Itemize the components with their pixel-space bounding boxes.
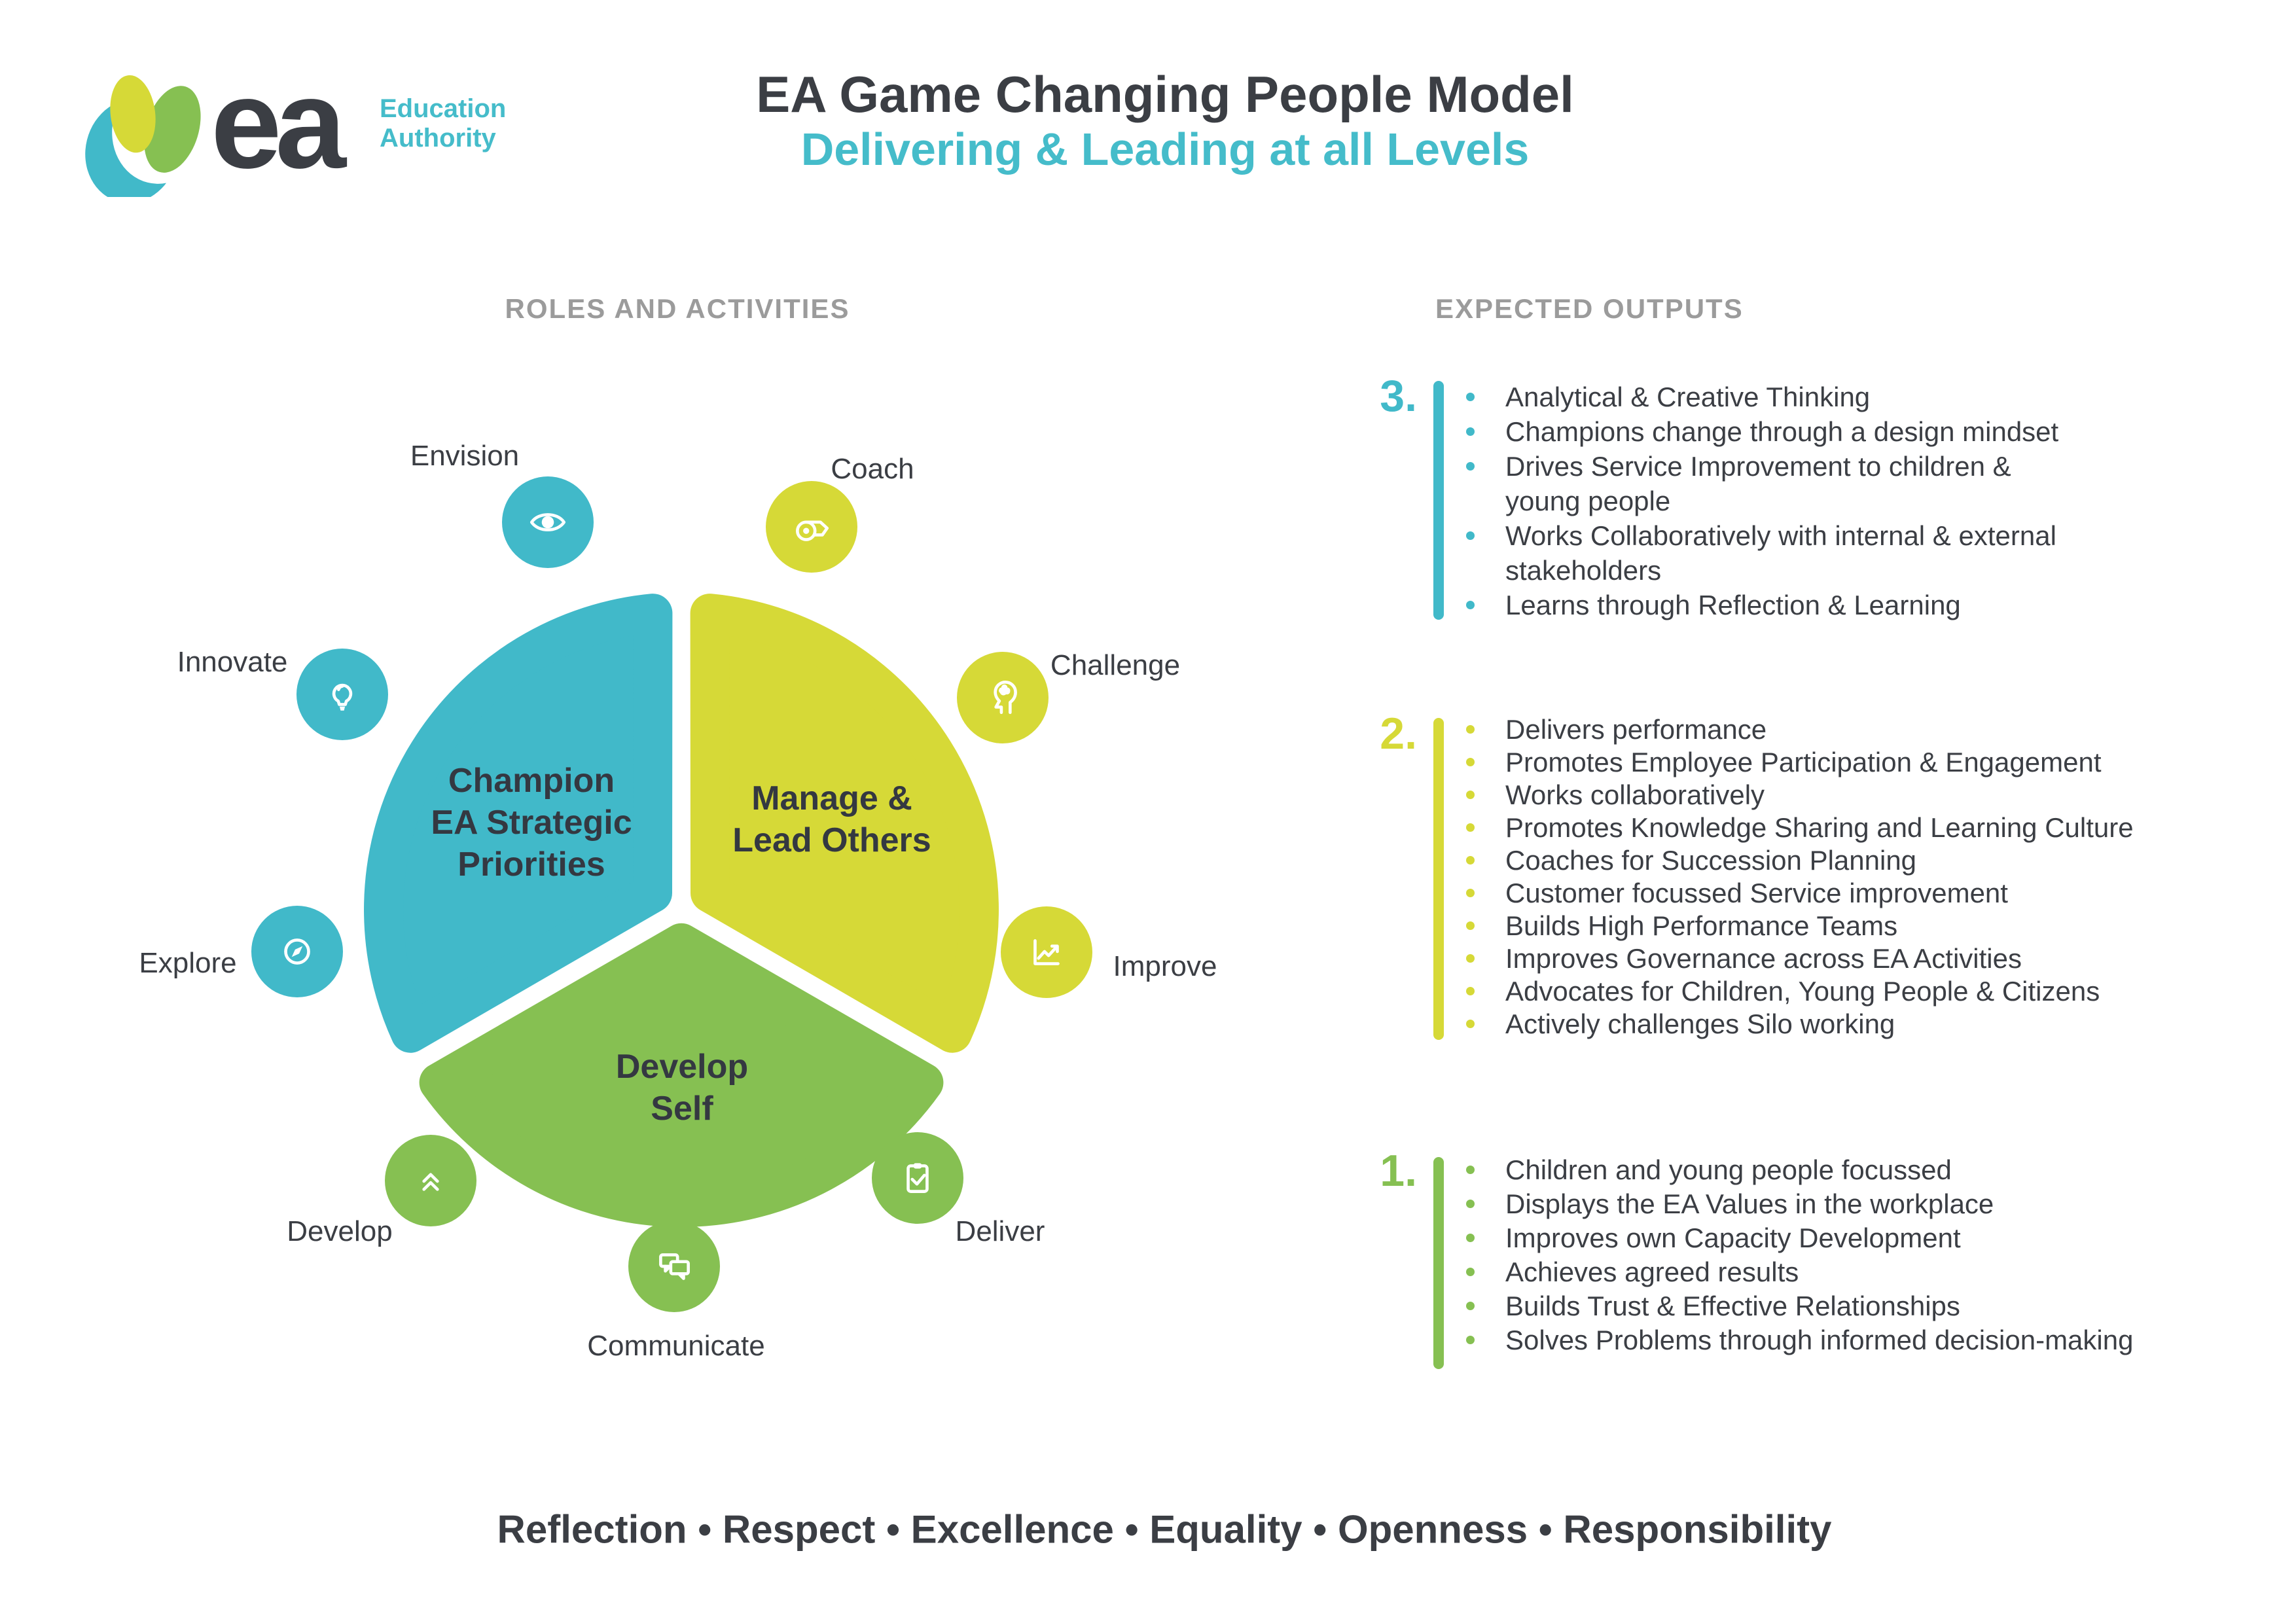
list-item: Drives Service Improvement to children &… xyxy=(1466,449,2206,518)
expected-outputs-heading: EXPECTED OUTPUTS xyxy=(1435,293,1744,324)
wedge-label-champion: Champion EA Strategic Priorities xyxy=(431,762,632,883)
role-circle-develop xyxy=(385,1135,476,1226)
people-model-pie xyxy=(364,594,999,1227)
list-item: Children and young people focussed xyxy=(1466,1153,2245,1187)
chart-up-icon xyxy=(1033,939,1060,965)
list-item: Solves Problems through informed decisio… xyxy=(1466,1323,2245,1357)
eye-icon xyxy=(529,513,566,531)
list-item: Analytical & Creative Thinking xyxy=(1466,380,2206,414)
wedge-label-manage: Manage & Lead Others xyxy=(732,779,931,859)
whistle-icon xyxy=(796,520,829,541)
clipboard-check-icon xyxy=(906,1163,929,1193)
list-item: Improves own Capacity Development xyxy=(1466,1221,2245,1255)
list-item: Learns through Reflection & Learning xyxy=(1466,588,2206,622)
wedge-develop-self xyxy=(419,923,944,1227)
role-label-innovate: Innovate xyxy=(177,646,288,678)
org-line2: Authority xyxy=(380,124,496,152)
list-item: Promotes Knowledge Sharing and Learning … xyxy=(1466,812,2245,844)
role-label-coach: Coach xyxy=(831,453,914,485)
list-item: Actively challenges Silo working xyxy=(1466,1008,2245,1041)
role-circle-innovate xyxy=(296,649,388,740)
education-authority-wordmark: Education Authority xyxy=(380,94,506,153)
ea-logo-mark-icon xyxy=(85,75,209,197)
list-item: Achieves agreed results xyxy=(1466,1255,2245,1289)
list-item: Builds Trust & Effective Relationships xyxy=(1466,1289,2245,1323)
role-label-challenge: Challenge xyxy=(1050,649,1181,681)
role-circle-explore xyxy=(251,906,343,997)
list-item: Promotes Employee Participation & Engage… xyxy=(1466,746,2245,779)
ea-logo-text: ea xyxy=(211,52,346,195)
role-label-envision: Envision xyxy=(410,440,520,472)
group-bar-1 xyxy=(1433,1157,1444,1369)
list-item: Works Collaboratively with internal & ex… xyxy=(1466,518,2206,588)
roles-activities-heading: ROLES AND ACTIVITIES xyxy=(505,293,850,324)
outputs-list-3: Analytical & Creative Thinking Champions… xyxy=(1466,380,2206,622)
org-line1: Education xyxy=(380,94,507,123)
lightbulb-icon xyxy=(332,683,353,711)
group-number-1: 1. xyxy=(1380,1146,1417,1196)
list-item: Coaches for Succession Planning xyxy=(1466,844,2245,877)
role-label-explore: Explore xyxy=(139,947,237,979)
role-circle-envision xyxy=(502,476,594,568)
wedge-champion xyxy=(364,594,673,1053)
role-circle-communicate xyxy=(628,1221,720,1312)
outputs-list-1: Children and young people focussed Displ… xyxy=(1466,1153,2245,1357)
role-label-develop: Develop xyxy=(287,1215,393,1247)
list-item: Builds High Performance Teams xyxy=(1466,910,2245,942)
wedge-label-develop-self: Develop Self xyxy=(615,1048,749,1128)
page-title: EA Game Changing People Model xyxy=(756,65,1574,123)
chat-bubbles-icon xyxy=(659,1253,690,1280)
compass-icon xyxy=(284,938,310,965)
role-circle-improve xyxy=(1001,906,1092,998)
list-item: Improves Governance across EA Activities xyxy=(1466,942,2245,975)
list-item: Advocates for Children, Young People & C… xyxy=(1466,975,2245,1008)
role-label-improve: Improve xyxy=(1113,950,1217,982)
list-item: Champions change through a design mindse… xyxy=(1466,414,2206,449)
head-idea-icon xyxy=(994,681,1017,715)
group-number-2: 2. xyxy=(1380,709,1417,758)
header: EA Game Changing People Model Delivering… xyxy=(700,65,1630,175)
page-subtitle: Delivering & Leading at all Levels xyxy=(800,124,1530,175)
list-item: Works collaboratively xyxy=(1466,779,2245,812)
group-bar-2 xyxy=(1433,718,1444,1040)
list-item: Customer focussed Service improvement xyxy=(1466,877,2245,910)
list-item: Displays the EA Values in the workplace xyxy=(1466,1187,2245,1221)
role-circle-deliver xyxy=(872,1132,963,1224)
list-item: Delivers performance xyxy=(1466,713,2245,746)
role-label-deliver: Deliver xyxy=(955,1215,1045,1247)
double-chevron-up-icon xyxy=(422,1173,439,1191)
role-label-communicate: Communicate xyxy=(587,1330,765,1362)
group-number-3: 3. xyxy=(1380,371,1417,421)
outputs-list-2: Delivers performance Promotes Employee P… xyxy=(1466,713,2245,1041)
role-circle-challenge xyxy=(957,652,1049,743)
group-bar-3 xyxy=(1433,381,1444,620)
role-circle-coach xyxy=(766,481,857,573)
wedge-manage xyxy=(690,594,999,1053)
ea-values-strip: Reflection • Respect • Excellence • Equa… xyxy=(497,1507,1832,1552)
